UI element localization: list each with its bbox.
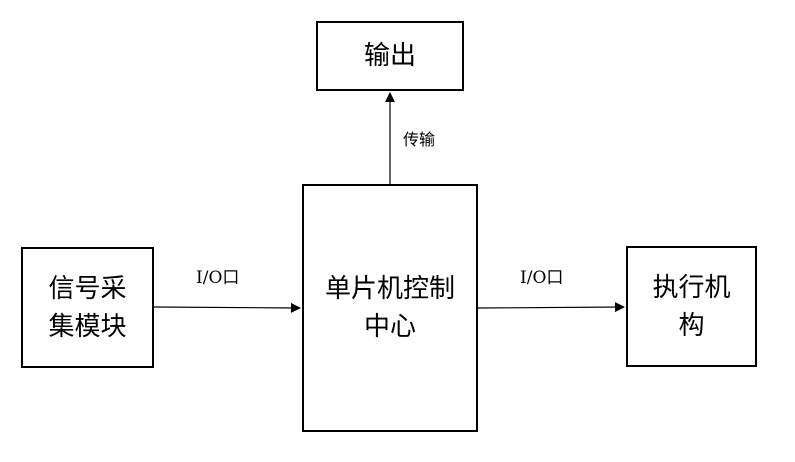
actuator-label: 执行机 构 — [652, 272, 731, 341]
io-port-label-left: I/O口 — [196, 268, 240, 288]
mcu-control-center-label: 单片机控制 中心 — [324, 274, 455, 342]
output-label: 输出 — [363, 41, 416, 71]
output-box: 输出 — [316, 21, 464, 91]
signal-acquisition-box: 信号采 集模块 — [21, 247, 154, 368]
arrow-signal-to-mcu — [153, 302, 301, 313]
transfer-label: 传输 — [403, 130, 436, 149]
arrow-mcu-to-actuator — [477, 302, 625, 313]
actuator-box: 执行机 构 — [626, 246, 757, 367]
mcu-control-center-box: 单片机控制 中心 — [302, 184, 478, 432]
signal-acquisition-label: 信号采 集模块 — [48, 273, 127, 342]
io-port-label-right: I/O口 — [520, 268, 564, 288]
